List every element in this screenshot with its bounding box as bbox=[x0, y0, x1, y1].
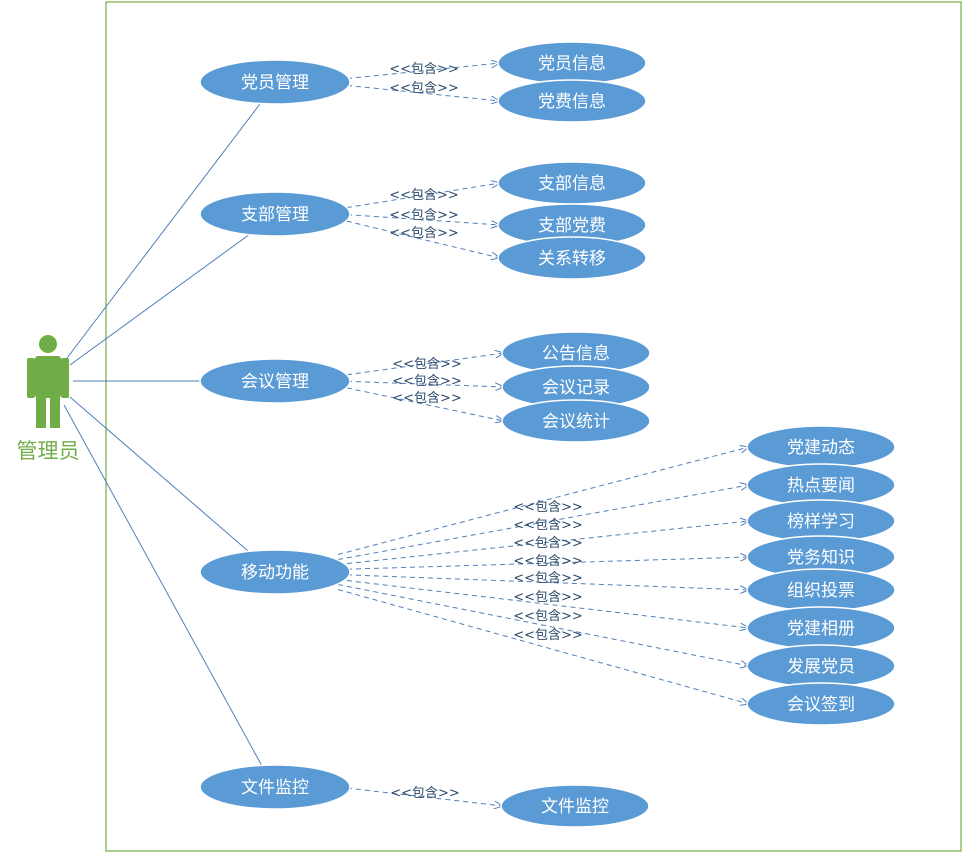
usecase-group5-ellipse bbox=[199, 764, 351, 810]
include-line-group4-item4 bbox=[337, 557, 749, 570]
include-label-group4-item7: <<包含>> bbox=[513, 608, 583, 624]
include-label-group4-item4: <<包含>> bbox=[513, 553, 583, 569]
usecase-group2-item1-label: 支部信息 bbox=[538, 174, 606, 194]
usecase-group1: 党员管理 bbox=[199, 59, 351, 105]
usecase-group4-item7-label: 发展党员 bbox=[787, 657, 855, 677]
usecase-group4-item8: 会议签到 bbox=[746, 682, 896, 726]
usecase-group5-item1-label: 文件监控 bbox=[541, 797, 609, 817]
association-line-group5 bbox=[63, 404, 263, 767]
usecase-group1-label: 党员管理 bbox=[241, 73, 309, 93]
usecase-group4-item2: 热点要闻 bbox=[746, 463, 896, 507]
usecase-group4-item1: 党建动态 bbox=[746, 425, 896, 469]
usecase-group1-item1-label: 党员信息 bbox=[538, 54, 606, 74]
include-label-group3-item3: <<包含>> bbox=[392, 390, 462, 406]
usecase-group2-item3-label: 关系转移 bbox=[538, 249, 606, 269]
include-label-group2-item1: <<包含>> bbox=[389, 187, 459, 203]
usecase-group2-item2: 支部党费 bbox=[497, 203, 647, 247]
usecase-group4-item6-label: 党建相册 bbox=[787, 619, 855, 639]
usecase-group4-item6: 党建相册 bbox=[746, 606, 896, 650]
include-line-group3-item1 bbox=[337, 353, 504, 377]
usecase-group3-item2-label: 会议记录 bbox=[542, 378, 610, 398]
include-line-group4-item2 bbox=[337, 485, 749, 560]
usecase-group4-item5-label: 组织投票 bbox=[787, 581, 855, 601]
usecase-group4-item3: 榜样学习 bbox=[746, 499, 896, 543]
usecase-group3-item3-ellipse bbox=[501, 399, 651, 443]
usecase-group4-item3-label: 榜样学习 bbox=[787, 512, 855, 532]
include-line-group4-item5 bbox=[337, 574, 749, 591]
include-line-group5-item1 bbox=[337, 786, 503, 806]
usecase-group3-ellipse bbox=[199, 358, 351, 404]
usecase-group1-item2-label: 党费信息 bbox=[538, 92, 606, 112]
usecase-group4-label: 移动功能 bbox=[241, 563, 309, 583]
include-label-group3-item2: <<包含>> bbox=[392, 373, 462, 389]
include-line-group4-item8 bbox=[337, 589, 749, 705]
usecase-group4-item2-label: 热点要闻 bbox=[787, 476, 855, 496]
usecase-group3-item1: 公告信息 bbox=[501, 331, 651, 375]
include-line-group3-item3 bbox=[337, 385, 504, 421]
usecase-group2-item3-ellipse bbox=[497, 236, 647, 280]
usecase-group1-item1: 党员信息 bbox=[497, 41, 647, 85]
usecase-group2-item2-label: 支部党费 bbox=[538, 216, 606, 236]
usecase-group3-item3: 会议统计 bbox=[501, 399, 651, 443]
usecase-group4-item4: 党务知识 bbox=[746, 535, 896, 579]
usecase-group3-label: 会议管理 bbox=[241, 372, 309, 392]
usecase-group4-item8-label: 会议签到 bbox=[787, 695, 855, 715]
usecase-group2-item3: 关系转移 bbox=[497, 236, 647, 280]
include-label-group4-item2: <<包含>> bbox=[513, 517, 583, 533]
usecase-group1-item2-ellipse bbox=[497, 79, 647, 123]
include-line-group1-item1 bbox=[337, 63, 500, 80]
usecase-group3-item1-label: 公告信息 bbox=[542, 344, 610, 364]
usecase-group5-label: 文件监控 bbox=[241, 778, 309, 798]
usecase-group4-item1-label: 党建动态 bbox=[787, 438, 855, 458]
association-line-group4 bbox=[69, 396, 249, 552]
include-line-group4-item7 bbox=[337, 584, 749, 667]
include-label-group4-item5: <<包含>> bbox=[513, 570, 583, 586]
include-label-group4-item1: <<包含>> bbox=[513, 499, 583, 515]
actor: 管理员 bbox=[17, 335, 80, 463]
include-line-group1-item2 bbox=[337, 84, 500, 102]
usecase-group2: 支部管理 bbox=[199, 191, 351, 237]
include-line-group2-item1 bbox=[337, 183, 500, 210]
include-label-group2-item2: <<包含>> bbox=[389, 207, 459, 223]
include-line-group4-item3 bbox=[337, 521, 749, 565]
actor-label: 管理员 bbox=[17, 439, 80, 463]
usecase-group1-ellipse bbox=[199, 59, 351, 105]
include-label-group1-item1: <<包含>> bbox=[389, 61, 459, 77]
usecase-group4-item5: 组织投票 bbox=[746, 568, 896, 612]
association-line-group1 bbox=[66, 103, 261, 359]
usecase-group5-item1-ellipse bbox=[500, 784, 650, 828]
usecase-group5-item1: 文件监控 bbox=[500, 784, 650, 828]
include-label-group4-item3: <<包含>> bbox=[513, 535, 583, 551]
usecase-group4-item7: 发展党员 bbox=[746, 644, 896, 688]
association-line-group2 bbox=[69, 233, 251, 366]
include-line-group3-item2 bbox=[337, 380, 504, 387]
include-line-group2-item3 bbox=[337, 218, 500, 258]
usecase-group4-ellipse bbox=[199, 549, 351, 595]
usecase-group3-item3-label: 会议统计 bbox=[542, 412, 610, 432]
usecase-group1-item2: 党费信息 bbox=[497, 79, 647, 123]
usecase-group3-item2: 会议记录 bbox=[501, 365, 651, 409]
include-label-group2-item3: <<包含>> bbox=[389, 225, 459, 241]
include-line-group4-item1 bbox=[337, 447, 749, 555]
usecase-group2-item1: 支部信息 bbox=[497, 161, 647, 205]
include-label-group1-item2: <<包含>> bbox=[389, 80, 459, 96]
include-label-group4-item6: <<包含>> bbox=[513, 589, 583, 605]
include-label-group3-item1: <<包含>> bbox=[392, 356, 462, 372]
usecase-group4: 移动功能 bbox=[199, 549, 351, 595]
include-label-group5-item1: <<包含>> bbox=[390, 785, 460, 801]
usecase-group3: 会议管理 bbox=[199, 358, 351, 404]
usecase-group2-label: 支部管理 bbox=[241, 205, 309, 225]
usecase-group2-ellipse bbox=[199, 191, 351, 237]
include-label-group4-item8: <<包含>> bbox=[513, 627, 583, 643]
include-line-group2-item2 bbox=[337, 213, 500, 225]
usecase-group4-item4-label: 党务知识 bbox=[787, 548, 855, 568]
usecase-group4-item8-ellipse bbox=[746, 682, 896, 726]
person-icon bbox=[27, 335, 69, 428]
system-boundary bbox=[105, 1, 962, 852]
include-line-group4-item6 bbox=[337, 579, 749, 629]
usecase-group5: 文件监控 bbox=[199, 764, 351, 810]
